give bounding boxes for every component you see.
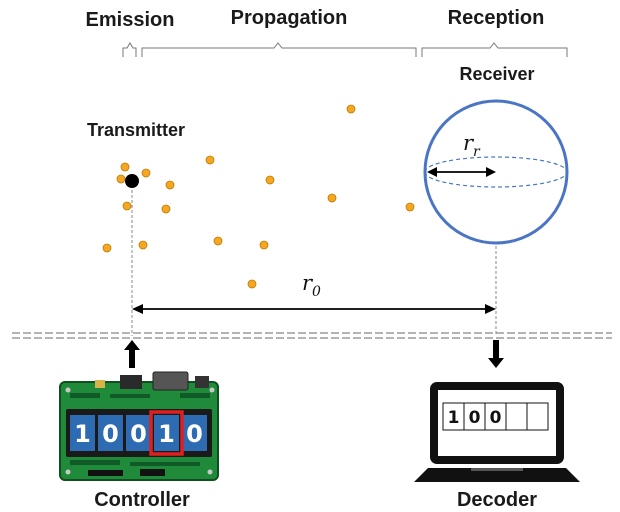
receiver-sphere — [423, 99, 569, 245]
controller-digit: 0 — [130, 420, 147, 448]
board-chip — [140, 469, 165, 476]
controller-digits: 1 0 0 1 0 — [70, 415, 207, 451]
reception-brace — [421, 42, 568, 57]
molecules — [102, 104, 415, 289]
controller-digit: 0 — [186, 420, 203, 448]
molecule — [205, 155, 215, 165]
decoder-digits — [442, 402, 549, 431]
receiver-label: Receiver — [459, 64, 534, 84]
propagation-brace — [141, 42, 417, 57]
transmitter-label: Transmitter — [87, 120, 185, 140]
decoder-digit: 1 — [448, 408, 460, 428]
decoder-laptop: 1 0 0 — [414, 382, 580, 482]
decoder-digit-cell — [526, 402, 549, 431]
receiver-to-decoder-arrow — [488, 340, 504, 368]
molecule — [122, 201, 132, 211]
molecule — [346, 104, 356, 114]
controller-digit-cell — [70, 415, 95, 451]
controller-digit-highlight — [149, 410, 184, 456]
decoder-digit: 0 — [469, 408, 481, 428]
controller-digit-cell — [98, 415, 123, 451]
interface-divider — [12, 332, 612, 339]
controller-label: Controller — [94, 489, 190, 511]
molecule — [165, 180, 175, 190]
controller-digit: 0 — [102, 420, 119, 448]
emission-brace — [122, 42, 137, 57]
controller-to-transmitter-arrow — [124, 340, 140, 368]
laptop-base — [414, 468, 580, 482]
board-chip — [88, 470, 123, 476]
molecule — [120, 162, 130, 172]
controller-digit-cell — [126, 415, 151, 451]
stage-braces — [122, 42, 568, 57]
laptop-trackpad-notch — [471, 468, 523, 471]
transmitter-dot — [125, 174, 139, 188]
controller-digit-cell — [154, 415, 179, 451]
decoder-digit-cell — [505, 402, 528, 431]
molecule — [138, 240, 148, 250]
reception-heading: Reception — [448, 7, 545, 29]
board-connector — [195, 376, 209, 388]
decoder-digit: 0 — [490, 408, 502, 428]
controller-digit: 1 — [158, 420, 175, 448]
controller-board: 1 0 0 1 0 — [59, 371, 219, 481]
controller-digit: 1 — [74, 420, 91, 448]
molecule — [265, 175, 275, 185]
board-component — [95, 380, 105, 388]
controller-digit-cell — [182, 415, 207, 451]
board-port — [152, 371, 189, 391]
board-connector — [120, 375, 142, 389]
molecule — [213, 236, 223, 246]
molecule — [102, 243, 112, 253]
molecule — [141, 168, 151, 178]
receiver-equator-front — [424, 171, 568, 188]
molecule — [405, 202, 415, 212]
emission-heading: Emission — [86, 9, 175, 31]
decoder-label: Decoder — [457, 489, 537, 511]
molecule — [247, 279, 257, 289]
distance-symbol: r0 — [302, 271, 321, 300]
receiver-radius-symbol: rr — [463, 131, 481, 160]
molecule — [161, 204, 171, 214]
molecule — [327, 193, 337, 203]
molecule — [116, 174, 126, 184]
distance-arrow — [132, 304, 496, 314]
molecule — [259, 240, 269, 250]
propagation-heading: Propagation — [231, 7, 348, 29]
receiver-equator-back — [424, 156, 568, 173]
radius-arrow — [427, 167, 496, 177]
